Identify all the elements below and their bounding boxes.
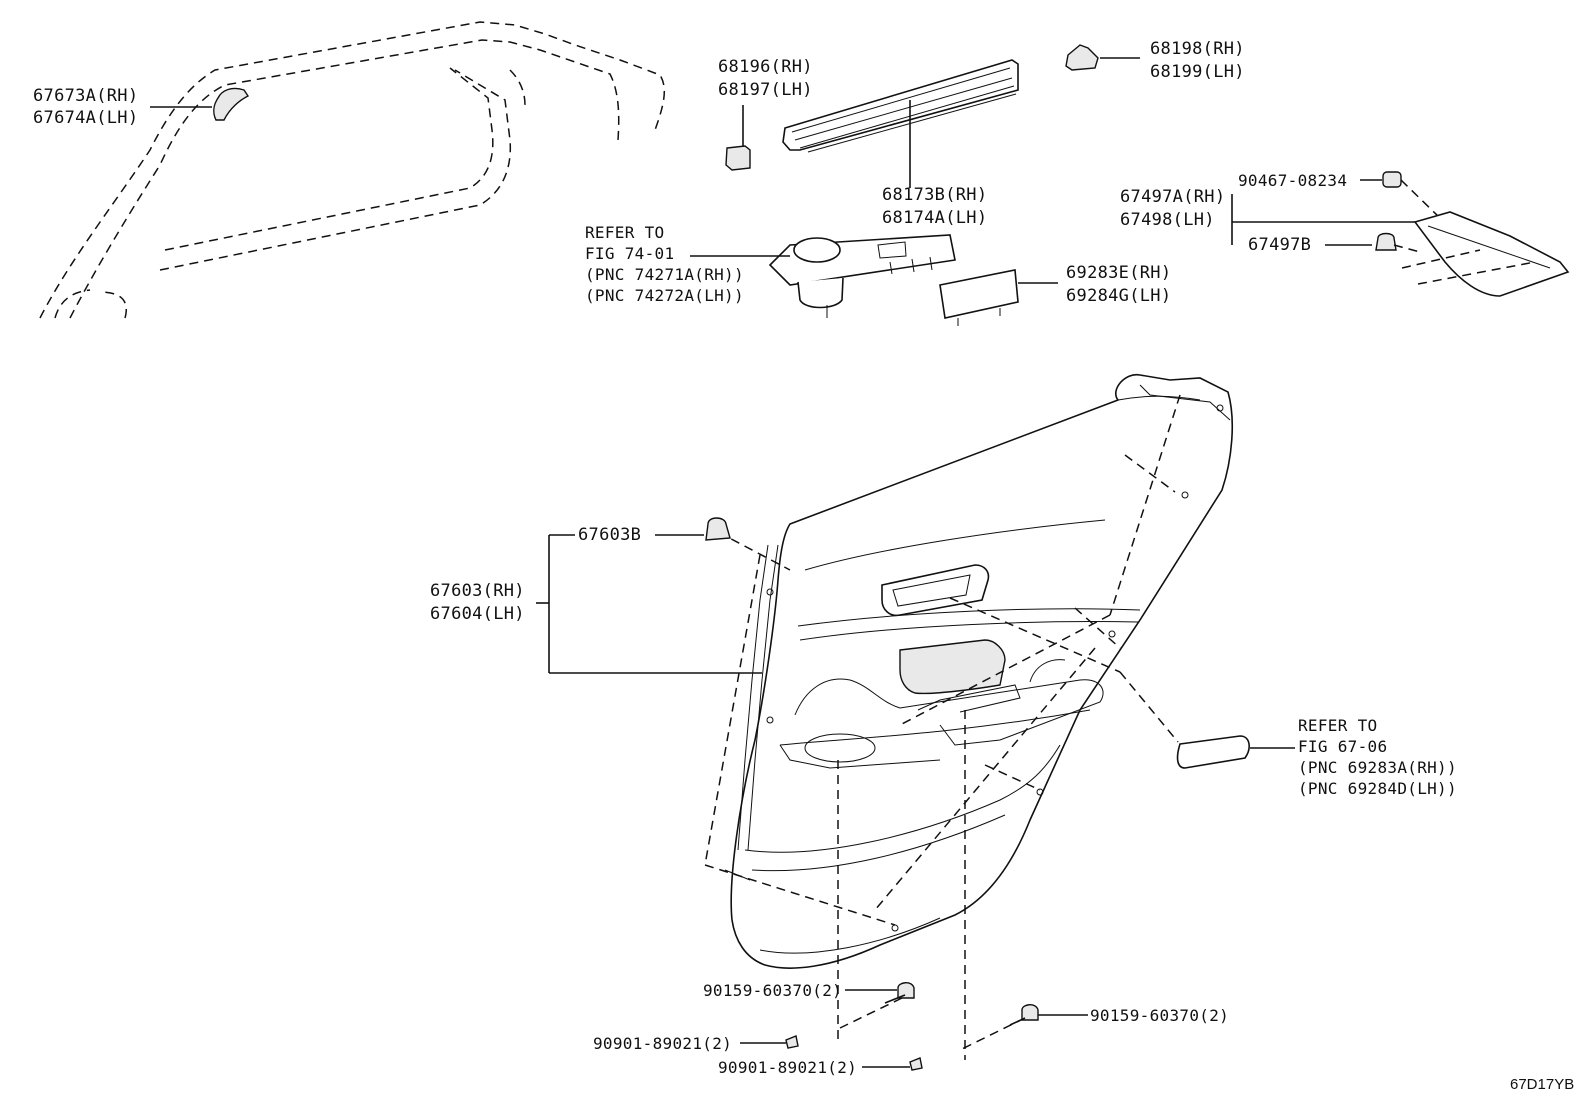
label-68197: 68197(LH) (718, 80, 813, 100)
label-67497b: 67497B (1248, 235, 1312, 255)
corner-clip-67673 (150, 87, 250, 121)
clip-68198 (1065, 44, 1140, 71)
label-67603b: 67603B (578, 525, 642, 545)
label-ref74-line4: (PNC 74272A(LH)) (585, 286, 744, 305)
armrest-pad-69283 (939, 269, 1058, 326)
label-67603: 67603(RH) (430, 581, 525, 601)
label-68173b: 68173B(RH) (882, 185, 988, 205)
panel-clip-leaders (704, 394, 1224, 1060)
door-trim-board (724, 374, 1234, 969)
label-ref67-line4: (PNC 69284D(LH)) (1298, 779, 1457, 798)
door-frame-outline (39, 21, 666, 319)
label-ref74-line2: FIG 74-01 (585, 244, 675, 263)
label-ref74-line1: REFER TO (585, 223, 665, 242)
label-68199: 68199(LH) (1150, 62, 1245, 82)
label-ref67-line1: REFER TO (1298, 716, 1378, 735)
label-67497a: 67497A(RH) (1120, 187, 1226, 207)
clip-67603b (536, 517, 762, 674)
fasteners (740, 982, 1088, 1071)
label-90159-b: 90159-60370(2) (1090, 1006, 1230, 1025)
label-ref67-line2: FIG 67-06 (1298, 737, 1388, 756)
label-67674a: 67674A(LH) (33, 108, 139, 128)
label-68198: 68198(RH) (1150, 39, 1245, 59)
label-90901-a: 90901-89021(2) (593, 1034, 733, 1053)
label-90901-b: 90901-89021(2) (718, 1058, 858, 1077)
label-67498: 67498(LH) (1120, 210, 1215, 230)
label-90159-a: 90159-60370(2) (703, 981, 843, 1000)
label-69283e: 69283E(RH) (1066, 263, 1172, 283)
label-67604: 67604(LH) (430, 604, 525, 624)
clip-68196 (725, 105, 751, 171)
label-ref67-line3: (PNC 69283A(RH)) (1298, 758, 1457, 777)
label-90467: 90467-08234 (1238, 171, 1348, 190)
pull-handle-cover (1176, 735, 1295, 769)
label-68196: 68196(RH) (718, 57, 813, 77)
label-69284g: 69284G(LH) (1066, 286, 1172, 306)
label-ref74-line3: (PNC 74271A(RH)) (585, 265, 744, 284)
label-68174a: 68174A(LH) (882, 208, 988, 228)
trim-group-67497 (1231, 171, 1570, 297)
power-window-switch-base (690, 234, 956, 318)
diagram-code: 67D17YB (1510, 1076, 1575, 1093)
weatherstrip-68173 (782, 59, 1019, 188)
label-67673a: 67673A(RH) (33, 86, 139, 106)
